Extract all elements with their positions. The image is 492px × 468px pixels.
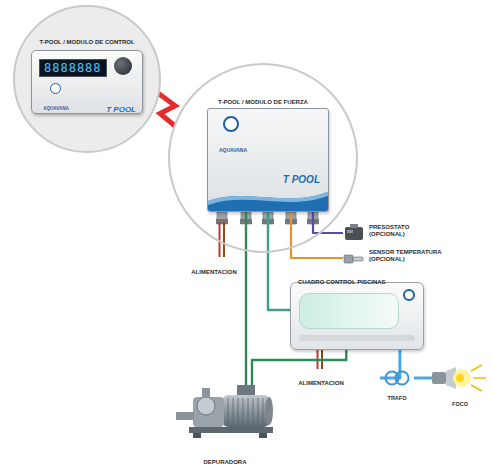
pump-foot xyxy=(259,433,267,438)
pump-lid xyxy=(197,397,215,415)
pressure-switch: PRESOSTATO (OPCIONAL) xyxy=(343,221,435,245)
text-slot: FOCO xyxy=(432,392,488,410)
callout-outline xyxy=(14,6,160,152)
wire-label: ALIMENTACION xyxy=(191,269,237,277)
text-slot: 8888888 xyxy=(39,58,107,77)
text-slot: TRAFO xyxy=(380,386,414,404)
pool-light: FOCO xyxy=(432,362,488,402)
light-ray xyxy=(471,385,482,391)
text-slot: CUADRO CONTROL PISCINAS xyxy=(298,270,386,288)
text-slot: SENSOR TEMPERATURA (OPCIONAL) xyxy=(369,247,451,265)
callout-outline xyxy=(169,64,357,252)
temperature-sensor: SENSOR TEMPERATURA (OPCIONAL) xyxy=(343,246,455,270)
text-slot: T POOL xyxy=(106,98,136,116)
brand-logo-icon xyxy=(403,289,415,301)
lamp-bulb xyxy=(456,374,464,382)
panel-housing xyxy=(290,282,424,350)
sensor-head xyxy=(344,255,353,263)
wire-label: ALIMENTACION xyxy=(298,380,344,388)
filter-pump: DEPURADORA xyxy=(175,385,275,463)
display-digits: 8888888 xyxy=(39,59,107,77)
inlet-pipe xyxy=(176,412,194,420)
switch-detail xyxy=(347,230,353,233)
pump-base xyxy=(189,427,273,433)
motor-fin xyxy=(263,398,264,424)
swoosh-band xyxy=(208,191,329,211)
text-slot: T POOL xyxy=(283,169,320,187)
motor-fin xyxy=(233,398,234,424)
lamp-housing xyxy=(432,372,446,384)
pump-foot xyxy=(193,433,201,438)
transformer-icon xyxy=(380,370,414,386)
pump-motor xyxy=(223,395,269,427)
wireless-link-bolt xyxy=(159,94,176,126)
power-wire xyxy=(219,222,221,257)
text-slot: T-POOL / MODULO DE FUERZA xyxy=(167,90,359,108)
component-label: TRAFO xyxy=(388,395,407,402)
component-label: FOCO xyxy=(452,401,468,408)
module-title: T-POOL / MODULO DE FUERZA xyxy=(218,99,308,107)
product-logo: T POOL xyxy=(106,105,136,115)
gland-nut xyxy=(216,219,228,224)
text-slot: AQUAVANA xyxy=(211,138,255,156)
pump-body xyxy=(193,397,224,427)
text-slot: DEPURADORA xyxy=(175,450,275,468)
motor-fin xyxy=(253,398,254,424)
cable xyxy=(268,212,290,310)
switch-port xyxy=(350,224,358,228)
control-module-callout: T-POOL / MODULO DE CONTROL 8888888AQUAVAN… xyxy=(12,4,162,154)
light-ray xyxy=(473,377,486,379)
control-knob xyxy=(114,57,132,75)
component-label: PRESOSTATO (OPCIONAL) xyxy=(369,224,431,239)
text-slot: T-POOL / MODULO DE CONTROL xyxy=(12,30,162,48)
light-ray xyxy=(471,365,482,371)
component-label: DEPURADORA xyxy=(203,459,246,467)
motor-fin xyxy=(243,398,244,424)
terminal-box xyxy=(237,385,255,396)
cable xyxy=(245,212,247,385)
transformer-coil xyxy=(396,372,409,385)
motor-fin xyxy=(248,398,249,424)
swoosh-highlight xyxy=(208,191,329,205)
text-slot: PRESOSTATO (OPCIONAL) xyxy=(369,222,431,240)
component-label: CUADRO CONTROL PISCINAS xyxy=(298,279,386,287)
sensor-probe xyxy=(353,257,363,261)
cable xyxy=(414,377,432,380)
cable xyxy=(252,350,346,385)
transformer: TRAFO xyxy=(380,370,414,396)
lamp-glow xyxy=(453,369,471,387)
panel-window xyxy=(299,293,399,329)
text-slot: AQUAVANA xyxy=(35,96,77,114)
motor-fin xyxy=(238,398,239,424)
outlet-pipe xyxy=(202,388,210,398)
product-logo: T POOL xyxy=(283,174,320,187)
light-icon xyxy=(432,362,488,392)
motor-cap xyxy=(265,397,273,425)
brand-logo-icon xyxy=(223,116,239,132)
module-title: T-POOL / MODULO DE CONTROL xyxy=(39,39,134,47)
brand-name: AQUAVANA xyxy=(219,147,247,153)
sensor-icon xyxy=(343,251,365,267)
pump-illustration xyxy=(175,385,275,449)
motor-fin xyxy=(228,398,229,424)
component-label: SENSOR TEMPERATURA (OPCIONAL) xyxy=(369,249,451,264)
pressure-switch-icon xyxy=(343,224,365,242)
control-module-device: 8888888AQUAVANA T POOL xyxy=(31,50,143,114)
motor-fin xyxy=(258,398,259,424)
panel-strip xyxy=(299,335,415,341)
power-module-box: AQUAVANA T POOL xyxy=(207,108,329,212)
label-holder: ALIMENTACION xyxy=(186,260,242,278)
pool-control-panel: CUADRO CONTROL PISCINAS xyxy=(290,270,424,350)
switch-body xyxy=(345,227,363,240)
label-holder: ALIMENTACION xyxy=(292,371,350,389)
brand-logo-icon xyxy=(50,83,61,94)
brand-name: AQUAVANA xyxy=(43,106,68,112)
power-module-callout: T-POOL / MODULO DE FUERZA AQUAVANA T POOL xyxy=(167,62,359,254)
power-wire xyxy=(223,222,225,257)
